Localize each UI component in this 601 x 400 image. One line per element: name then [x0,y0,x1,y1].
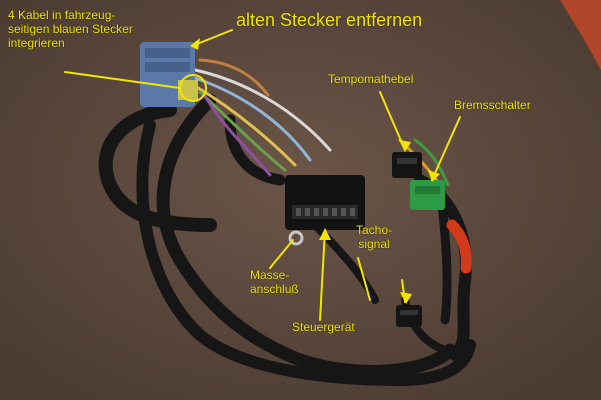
harness-cables [98,93,476,386]
red-object-corner [560,0,601,70]
red-insulation [446,219,472,274]
control-unit-connector [285,175,365,230]
ground-connection-line-1: Masse- [250,268,290,282]
tacho-signal-line-1: Tacho- [356,223,393,237]
tacho-signal-line-2: signal [358,237,390,251]
tacho-connector [396,305,422,327]
tacho-signal-label: Tacho- signal [356,223,392,251]
kabel-note-label: 4 Kabel in fahrzeug- seitigen blauen Ste… [8,8,133,50]
control-unit-label: Steuergerät [292,320,355,334]
remove-connector-label: alten Stecker entfernen [236,10,423,30]
brake-switch-connector [410,180,445,210]
tempomat-lever-label: Tempomathebel [328,72,414,86]
tempomat-connector [392,152,422,178]
ground-connection-line-2: anschluß [250,282,299,296]
ground-ring-terminal [288,230,304,246]
kabel-note-line-1: 4 Kabel in fahrzeug- [8,8,116,22]
kabel-note-line-3: integrieren [8,36,65,50]
annotation-arrowheads [190,38,440,304]
brake-switch-label: Bremsschalter [454,98,531,112]
kabel-note-line-2: seitigen blauen Stecker [8,22,133,36]
ground-connection-label: Masse- anschluß [250,268,299,296]
